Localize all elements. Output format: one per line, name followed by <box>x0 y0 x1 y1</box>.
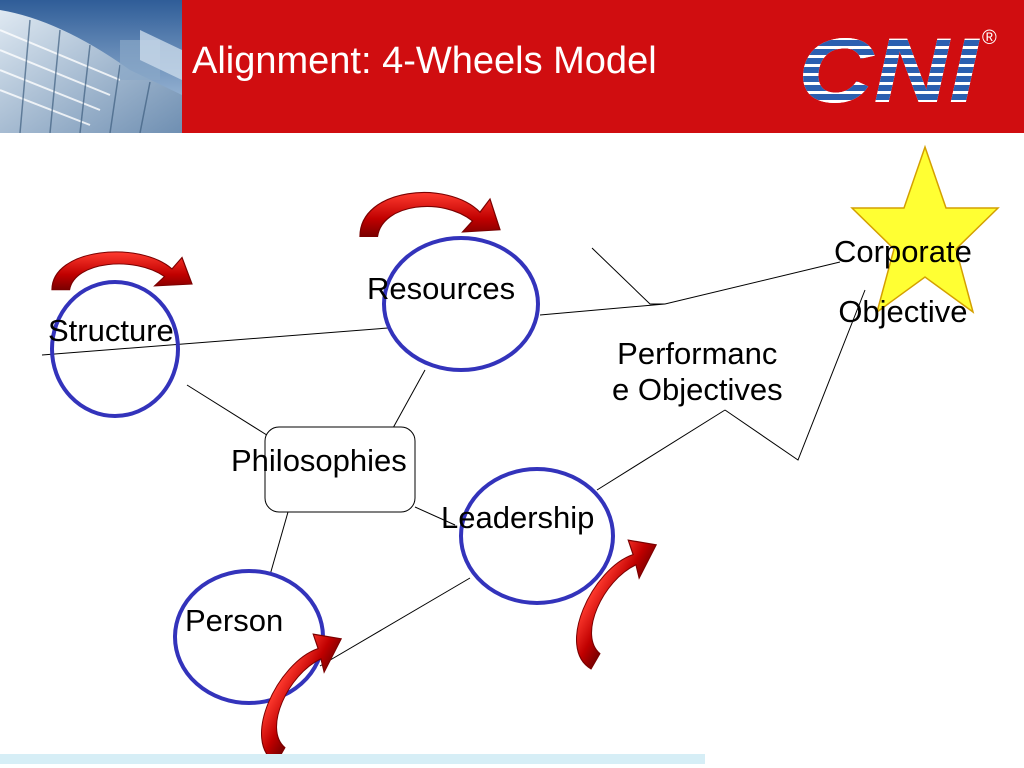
connector-structure-philosophies <box>186 384 271 438</box>
connector-leadership-performance <box>596 409 726 491</box>
philosophies-box <box>264 426 416 513</box>
resources-label: Resources <box>367 271 516 306</box>
performance-zigzag-lower <box>724 289 866 461</box>
structure-label: Structure <box>48 313 174 348</box>
connector-structure-resources <box>41 327 389 356</box>
connector-person-leadership <box>319 577 471 667</box>
corporate-objective-label: Corporate Objective <box>834 222 972 343</box>
person-label: Person <box>185 603 284 638</box>
structure-wheel <box>50 280 180 418</box>
connector-resources-objective <box>539 303 666 316</box>
connector-resources-philosophies <box>392 369 426 429</box>
cni-logo: CNI CNI ® <box>798 22 997 112</box>
rotation-arrow-icon <box>359 191 501 238</box>
corporate-objective-line-2: Objective <box>838 294 968 330</box>
performance-objectives-line-1: Performanc <box>617 336 778 371</box>
philosophies-label: Philosophies <box>231 443 407 478</box>
footer-bar <box>0 754 705 764</box>
performance-objectives-label: Performanc e Objectives <box>612 336 783 407</box>
performance-zigzag-upper <box>591 247 841 305</box>
star-icon <box>850 144 1000 314</box>
logo-text: CNI <box>798 22 981 112</box>
alignment-diagram <box>41 144 1000 754</box>
connector-philosophies-person <box>269 511 289 576</box>
performance-objectives-line-2: e Objectives <box>612 371 783 407</box>
leadership-wheel <box>459 467 615 605</box>
registered-mark: ® <box>982 27 997 49</box>
header-bar: Alignment: 4-Wheels Model CNI CNI ® <box>0 0 1024 133</box>
leadership-label: Leadership <box>441 500 595 535</box>
slide-title: Alignment: 4-Wheels Model <box>192 40 657 82</box>
building-photo <box>0 0 182 133</box>
corporate-objective-line-1: Corporate <box>834 234 972 269</box>
logo-text-stripes: CNI <box>798 22 981 112</box>
resources-wheel <box>382 236 540 372</box>
connector-philosophies-leadership <box>414 506 456 526</box>
